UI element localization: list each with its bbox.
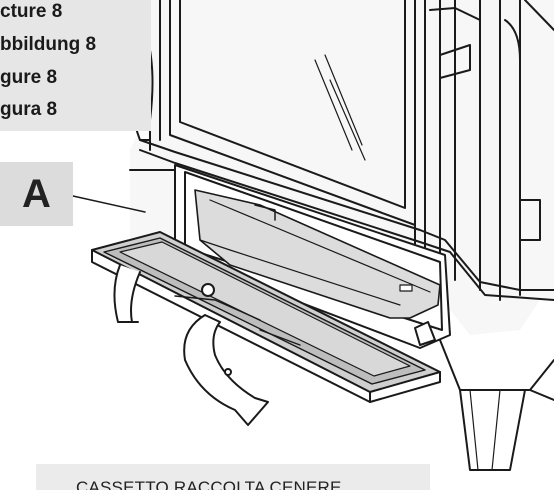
- caption-line-4: gura 8: [0, 99, 58, 120]
- drawer-handle-tool: [183, 314, 269, 426]
- bottom-caption: CASSETTO RACCOLTA CENERE: [76, 478, 342, 490]
- caption-line-3: gure 8: [0, 67, 58, 88]
- callout-label: A: [22, 172, 51, 216]
- ash-drawer: [194, 189, 441, 319]
- glass-reflection: [314, 59, 353, 151]
- caption-line-2: bbildung 8: [0, 34, 97, 55]
- base-band: [139, 139, 554, 291]
- figure-caption-box: cture 8 bbildung 8 gure 8 gura 8: [0, 0, 151, 131]
- callout-leader-line: [72, 195, 146, 213]
- caption-line-1: cture 8: [0, 1, 63, 22]
- drawer-latch: [414, 321, 436, 346]
- bottom-caption-box: CASSETTO RACCOLTA CENERE: [36, 464, 430, 490]
- callout-label-box: A: [0, 162, 73, 226]
- left-leg: [113, 264, 141, 323]
- glass-door-inner: [179, 0, 406, 209]
- right-leg: [459, 389, 526, 471]
